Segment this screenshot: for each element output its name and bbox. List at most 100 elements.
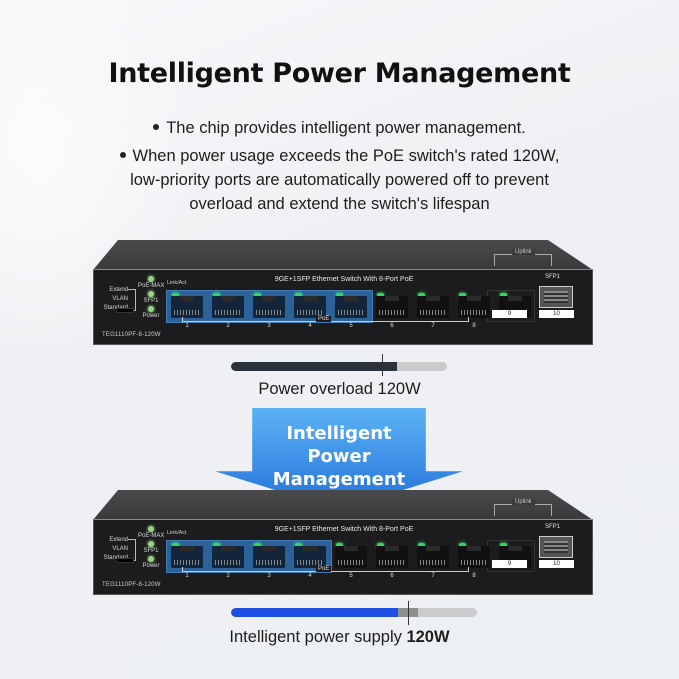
link-act-label: Link/Act xyxy=(167,280,187,286)
mode-label: Extend xyxy=(109,537,128,543)
port-led-icon xyxy=(377,543,384,547)
status-led-icon xyxy=(148,291,154,297)
poe-label: PoE xyxy=(316,566,332,572)
status-led-icon xyxy=(148,541,154,547)
caption-prefix: Intelligent power supply xyxy=(229,628,402,646)
port-led-icon xyxy=(418,543,425,547)
link-act-label: Link/Act xyxy=(167,530,187,536)
bullet-item: When power usage exceeds the PoE switch'… xyxy=(110,144,570,216)
status-led-icon xyxy=(148,276,154,282)
rj45-jack-icon xyxy=(253,546,285,568)
rj45-jack-icon xyxy=(212,546,244,568)
port-led-icon xyxy=(172,543,179,547)
bullet-list: The chip provides intelligent power mana… xyxy=(0,116,679,216)
ethernet-port xyxy=(252,292,286,320)
mode-toggle-switch[interactable] xyxy=(116,558,134,563)
poe-label: PoE xyxy=(316,316,332,322)
bullet-dot-icon xyxy=(119,151,126,158)
rj45-jack-icon xyxy=(294,546,326,568)
mode-label: Standard xyxy=(100,554,128,563)
threshold-marker xyxy=(408,601,410,625)
ethernet-port xyxy=(334,542,368,570)
rj45-jack-icon xyxy=(335,546,367,568)
mode-label: Standard xyxy=(100,304,128,313)
switch-heading: 9GE+1SFP Ethernet Switch With 8-Port PoE xyxy=(274,276,414,283)
port-led-icon xyxy=(500,293,507,297)
rj45-jack-icon xyxy=(458,546,490,568)
status-led-icon xyxy=(148,526,154,532)
port-number: 8 xyxy=(472,323,476,329)
ethernet-port xyxy=(334,292,368,320)
ethernet-port xyxy=(170,542,204,570)
ethernet-port xyxy=(457,542,491,570)
bullet-item: The chip provides intelligent power mana… xyxy=(0,116,679,140)
power-bar-intelligent xyxy=(231,608,477,617)
sfp-label: SFP1 xyxy=(545,524,561,530)
status-led-icon xyxy=(148,306,154,312)
rj45-jack-icon xyxy=(417,546,449,568)
mode-toggle-switch[interactable] xyxy=(116,308,134,313)
ethernet-port xyxy=(170,292,204,320)
page-title: Intelligent Power Management xyxy=(108,58,571,89)
threshold-marker xyxy=(382,354,384,376)
power-bar-reserve xyxy=(398,608,418,617)
led-label: SFP1 xyxy=(143,298,159,304)
arrow-label-line: Management xyxy=(272,469,406,490)
port-led-icon xyxy=(336,293,343,297)
port-led-icon xyxy=(336,543,343,547)
sfp-label: SFP1 xyxy=(545,274,561,280)
model-number: TEG1110PF-8-120W xyxy=(102,582,161,588)
port-number: 7 xyxy=(431,573,435,579)
rj45-jack-icon xyxy=(376,546,408,568)
ethernet-port xyxy=(293,542,327,570)
port-number-box: 9 xyxy=(492,560,527,568)
status-led-icon xyxy=(148,556,154,562)
port-number: 2 xyxy=(226,573,230,579)
port-number: 2 xyxy=(226,323,230,329)
uplink-label: Uplink xyxy=(512,499,535,505)
sfp-port-icon xyxy=(539,536,573,558)
port-number: 4 xyxy=(308,323,312,329)
rj45-jack-icon xyxy=(417,296,449,318)
port-led-icon xyxy=(213,543,220,547)
arrow-label-line: Power xyxy=(307,446,371,467)
rj45-jack-icon xyxy=(253,296,285,318)
port-number: 5 xyxy=(349,323,353,329)
overload-caption: Power overload 120W xyxy=(258,380,421,398)
led-label: PoE-MAX xyxy=(138,533,165,539)
led-label: Power xyxy=(142,313,160,319)
bullet-dot-icon xyxy=(153,123,160,130)
ethernet-port xyxy=(293,292,327,320)
mode-label: VLAN xyxy=(112,296,128,302)
led-label: PoE-MAX xyxy=(138,283,165,289)
rj45-jack-icon xyxy=(376,296,408,318)
port-led-icon xyxy=(459,293,466,297)
rj45-jack-icon xyxy=(458,296,490,318)
mode-labels: ExtendVLANStandard xyxy=(100,286,128,313)
port-number: 6 xyxy=(390,323,394,329)
led-label: Power xyxy=(142,563,160,569)
model-number: TEG1110PF-8-120W xyxy=(102,332,161,338)
port-number-box: 10 xyxy=(539,560,574,568)
mode-label: VLAN xyxy=(112,546,128,552)
intelligent-caption: Intelligent power supply 120W xyxy=(0,628,679,647)
uplink-bracket xyxy=(494,504,552,516)
port-led-icon xyxy=(254,543,261,547)
port-led-icon xyxy=(500,543,507,547)
rj45-jack-icon xyxy=(171,546,203,568)
port-led-icon xyxy=(377,293,384,297)
arrow-label: Intelligent Power Management xyxy=(215,422,463,491)
caption-value: 120W xyxy=(406,628,450,646)
port-led-icon xyxy=(459,543,466,547)
rj45-jack-icon xyxy=(335,296,367,318)
power-bar-fill xyxy=(231,608,399,617)
port-led-icon xyxy=(254,293,261,297)
port-led-icon xyxy=(295,543,302,547)
ethernet-port xyxy=(252,542,286,570)
ethernet-port xyxy=(375,292,409,320)
uplink-bracket xyxy=(494,254,552,266)
port-led-icon xyxy=(418,293,425,297)
sfp-port-icon xyxy=(539,286,573,308)
port-number: 4 xyxy=(308,573,312,579)
